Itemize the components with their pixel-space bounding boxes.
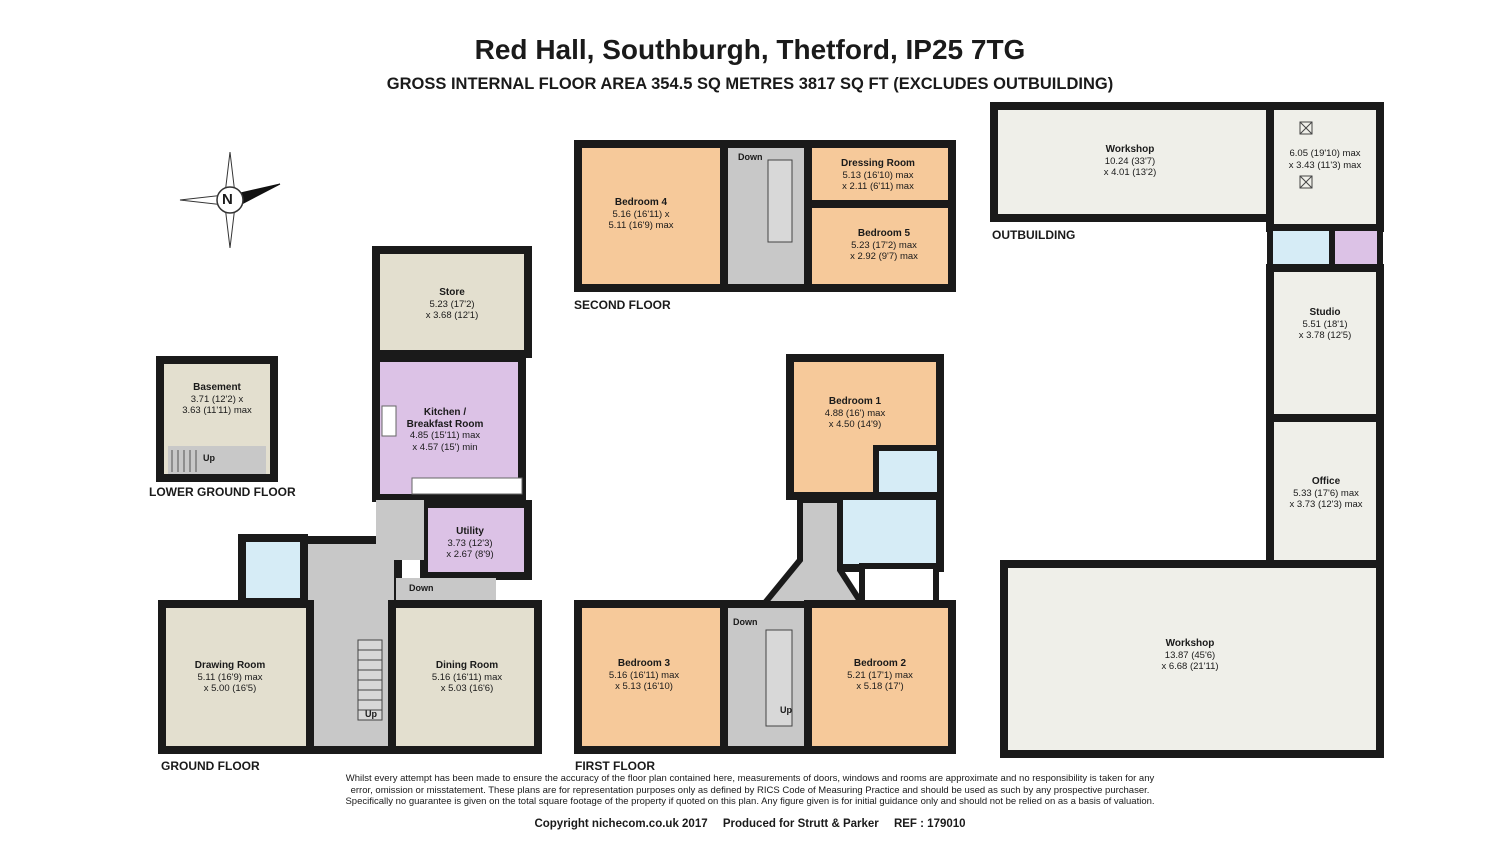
dining-room xyxy=(388,600,542,754)
copyright-line: Copyright nichecom.co.uk 2017 Produced f… xyxy=(0,818,1500,830)
store-room xyxy=(372,246,532,358)
workshop-big-room xyxy=(1000,560,1384,758)
first-up-label: Up xyxy=(780,705,792,715)
disclaimer-line: Specifically no guarantee is given on th… xyxy=(345,796,1155,807)
ground-wc xyxy=(238,534,308,606)
outbuilding-lobby xyxy=(1329,225,1383,271)
produced-for-text: Produced for Strutt & Parker xyxy=(722,818,879,830)
studio-room xyxy=(1266,264,1384,422)
bedroom2-room xyxy=(804,600,956,754)
second-hall xyxy=(720,140,812,292)
kitchen-room xyxy=(372,354,526,502)
outbuilding-wc xyxy=(1267,225,1335,271)
bedroom5-room xyxy=(804,200,956,292)
first-down-label: Down xyxy=(733,617,758,627)
bedroom3-room xyxy=(574,600,728,754)
drawing-room xyxy=(158,600,314,754)
compass-icon xyxy=(179,151,281,249)
compass-north-label: N xyxy=(222,191,233,208)
floor-label-ground: GROUND FLOOR xyxy=(161,759,260,773)
floor-label-second: SECOND FLOOR xyxy=(574,298,671,312)
bedroom4-room xyxy=(574,140,728,292)
page-title: Red Hall, Southburgh, Thetford, IP25 7TG xyxy=(474,34,1026,65)
ground-hall xyxy=(298,536,402,754)
disclaimer-line: Whilst every attempt has been made to en… xyxy=(345,773,1155,784)
floor-label-first: FIRST FLOOR xyxy=(575,759,655,773)
page-subtitle: GROSS INTERNAL FLOOR AREA 354.5 SQ METRE… xyxy=(386,75,1114,93)
ground-up-label: Up xyxy=(365,709,377,719)
ground-down-label: Down xyxy=(409,583,434,593)
disclaimer-text: Whilst every attempt has been made to en… xyxy=(280,773,1220,808)
floor-label-outbuilding: OUTBUILDING xyxy=(992,228,1076,242)
second-down-label: Down xyxy=(738,152,763,162)
reference-text: REF : 179010 xyxy=(893,818,966,830)
floor-label-lower-ground: LOWER GROUND FLOOR xyxy=(149,485,296,499)
disclaimer-line: error, omission or misstatement. These p… xyxy=(350,784,1150,796)
first-cupboards xyxy=(859,563,939,607)
copyright-text: Copyright nichecom.co.uk 2017 xyxy=(534,818,708,830)
first-bathroom xyxy=(834,492,944,572)
utility-room xyxy=(420,500,532,580)
ensuite-1 xyxy=(873,445,943,499)
basement-up-label: Up xyxy=(203,453,215,463)
